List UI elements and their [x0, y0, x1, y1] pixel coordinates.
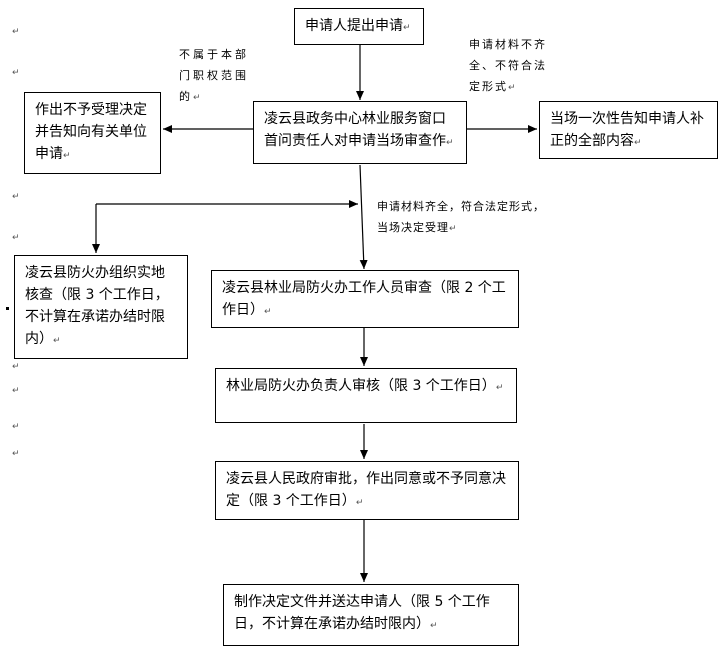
box-deliver: 制作决定文件并送达申请人（限 5 个工作日，不计算在承诺办结时限内）↵ — [223, 584, 519, 646]
box-gov-approve: 凌云县人民政府审批，作出同意或不予同意决定（限 3 个工作日）↵ — [215, 461, 519, 520]
note-incomplete: 申请材料不齐全、不符合法定形式↵ — [469, 38, 547, 93]
paragraph-mark: ↵ — [12, 68, 20, 78]
box-deliver-text: 制作决定文件并送达申请人（限 5 个工作日，不计算在承诺办结时限内） — [234, 594, 490, 632]
box-notify: 当场一次性告知申请人补正的全部内容↵ — [539, 101, 718, 159]
stray-dot — [6, 307, 9, 310]
paragraph-mark: ↵ — [12, 362, 20, 372]
box-apply-text: 申请人提出申请 — [305, 18, 403, 34]
box-site-check-text: 凌云县防火办组织实地核查（限 3 个工作日，不计算在承诺办结时限内） — [25, 265, 169, 347]
note-not-in-scope: 不属于本部门职权范围的↵ — [179, 48, 249, 103]
box-gov-approve-text: 凌云县人民政府审批，作出同意或不予同意决定（限 3 个工作日） — [226, 471, 506, 509]
box-staff-review: 凌云县林业局防火办工作人员审查（限 2 个工作日）↵ — [211, 270, 519, 328]
box-site-check: 凌云县防火办组织实地核查（限 3 个工作日，不计算在承诺办结时限内）↵ — [14, 255, 188, 359]
arrow-window-to-staff-review — [359, 164, 368, 270]
paragraph-mark: ↵ — [12, 192, 20, 202]
paragraph-mark: ↵ — [12, 422, 20, 432]
paragraph-mark: ↵ — [12, 27, 20, 37]
box-window: 凌云县政务中心林业服务窗口首问责任人对申请当场审查作↵ — [253, 101, 467, 164]
box-head-review-text: 林业局防火办负责人审核（限 3 个工作日） — [226, 378, 496, 394]
paragraph-mark: ↵ — [12, 233, 20, 243]
box-staff-review-text: 凌云县林业局防火办工作人员审查（限 2 个工作日） — [222, 280, 506, 318]
box-reject-text: 作出不予受理决定并告知向有关单位申请 — [35, 102, 147, 162]
box-apply: 申请人提出申请↵ — [294, 8, 424, 45]
box-notify-text: 当场一次性告知申请人补正的全部内容 — [550, 111, 704, 149]
box-window-text: 凌云县政务中心林业服务窗口首问责任人对申请当场审查作 — [264, 111, 446, 149]
paragraph-mark: ↵ — [12, 449, 20, 459]
box-reject: 作出不予受理决定并告知向有关单位申请↵ — [24, 92, 161, 174]
box-head-review: 林业局防火办负责人审核（限 3 个工作日）↵ — [215, 368, 517, 423]
note-complete: 申请材料齐全，符合法定形式，当场决定受理↵ — [377, 200, 545, 234]
paragraph-mark: ↵ — [12, 386, 20, 396]
